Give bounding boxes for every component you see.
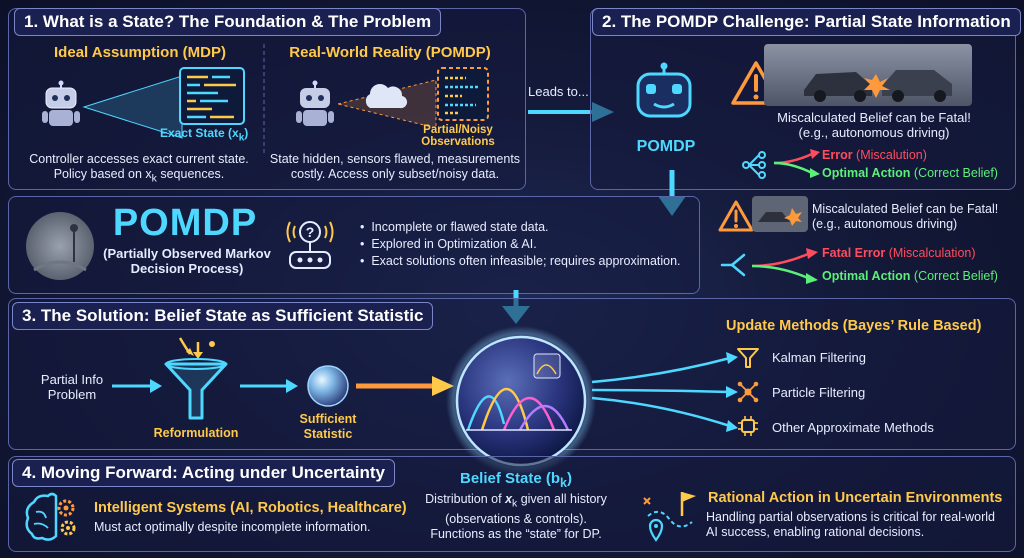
partial-info-label: Partial Info Problem bbox=[40, 372, 104, 402]
pomdp-bullets: • Incomplete or flawed state data. • Exp… bbox=[360, 220, 700, 269]
section4-title: 4. Moving Forward: Acting under Uncertai… bbox=[12, 459, 396, 487]
robot-icon bbox=[42, 80, 80, 126]
mdp-description: Controller accesses exact current state.… bbox=[29, 152, 249, 185]
cloud-icon bbox=[365, 84, 408, 109]
section3-title: 3. The Solution: Belief State as Suffici… bbox=[12, 302, 434, 330]
error-outcome: Error (Miscalution) bbox=[822, 148, 927, 162]
glowing-arrow bbox=[356, 376, 454, 396]
pomdp-robot-icon bbox=[636, 62, 692, 118]
method-kalman: Kalman Filtering bbox=[772, 350, 866, 365]
pomdp-description: State hidden, sensors flawed, measuremen… bbox=[269, 152, 521, 181]
warning-icon bbox=[718, 200, 754, 232]
robot-icon bbox=[296, 80, 334, 126]
belief-state-title: Belief State (bk) bbox=[460, 470, 572, 490]
pomdp-heading: Real-World Reality (POMDP) bbox=[289, 44, 491, 61]
brain-gear-icon bbox=[25, 492, 76, 541]
band-optimal-outcome: Optimal Action (Correct Belief) bbox=[822, 269, 998, 283]
reformulation-label: Reformulation bbox=[153, 426, 239, 440]
section1-title: 1. What is a State? The Foundation & The… bbox=[14, 8, 442, 36]
method-branches bbox=[591, 352, 738, 432]
filter-icon bbox=[737, 348, 759, 368]
rational-action-heading: Rational Action in Uncertain Environment… bbox=[708, 490, 1003, 506]
car-crash-image bbox=[764, 44, 972, 106]
method-particle: Particle Filtering bbox=[772, 385, 866, 400]
method-other: Other Approximate Methods bbox=[772, 420, 934, 435]
pomdp-subtitle: (Partially Observed Markov Decision Proc… bbox=[103, 246, 271, 276]
bullet-item: • Explored in Optimization & AI. bbox=[360, 237, 537, 251]
sufficient-sphere-icon bbox=[307, 365, 349, 407]
pomdp-band-panel bbox=[8, 196, 700, 294]
update-methods-heading: Update Methods (Bayes’ Rule Based) bbox=[726, 318, 982, 334]
sensor-device-icon: ? bbox=[286, 221, 334, 269]
rational-action-desc: Handling partial observations is critica… bbox=[706, 510, 996, 539]
fatal-decision-arrows bbox=[751, 248, 818, 284]
bullet-item: • Incomplete or flawed state data. bbox=[360, 220, 549, 234]
network-icon bbox=[737, 381, 759, 403]
section2-warning-text: Miscalculated Belief can be Fatal! (e.g.… bbox=[777, 110, 971, 140]
monitor-icon bbox=[179, 67, 245, 125]
belief-state-sphere bbox=[446, 326, 596, 476]
decision-arrows bbox=[773, 149, 820, 178]
foggy-crash-image bbox=[752, 196, 808, 232]
column-divider bbox=[263, 44, 265, 154]
noisy-observations-label: Partial/Noisy Observations bbox=[421, 124, 495, 148]
fatal-error-outcome: Fatal Error (Miscalculation) bbox=[822, 246, 976, 260]
pomdp-robot-label: POMDP bbox=[636, 138, 696, 155]
split-icon bbox=[720, 253, 746, 277]
intelligent-systems-heading: Intelligent Systems (AI, Robotics, Healt… bbox=[94, 500, 407, 516]
branch-icon bbox=[742, 151, 766, 179]
leads-to-label: Leads to... bbox=[528, 84, 589, 99]
arrow-to-sphere bbox=[240, 379, 298, 393]
optimal-outcome: Optimal Action (Correct Belief) bbox=[822, 166, 998, 180]
exact-state-label: Exact State (xk) bbox=[160, 126, 249, 144]
chip-icon bbox=[738, 416, 758, 436]
belief-state-desc: Distribution of xk given all history (ob… bbox=[425, 492, 607, 541]
route-map-icon bbox=[643, 492, 696, 542]
funnel-icon bbox=[164, 337, 228, 420]
mdp-heading: Ideal Assumption (MDP) bbox=[54, 44, 226, 61]
arrow-to-funnel bbox=[112, 379, 162, 393]
foggy-road-image bbox=[26, 212, 94, 280]
noisy-monitor-icon bbox=[437, 67, 489, 121]
intelligent-systems-desc: Must act optimally despite incomplete in… bbox=[94, 520, 371, 534]
bullet-item: • Exact solutions often infeasible; requ… bbox=[360, 254, 681, 268]
section2-title: 2. The POMDP Challenge: Partial State In… bbox=[592, 8, 1021, 36]
svg-text:?: ? bbox=[306, 224, 315, 240]
band-warning-text: Miscalculated Belief can be Fatal! (e.g.… bbox=[812, 202, 999, 231]
sufficient-statistic-label: Sufficient Statistic bbox=[299, 412, 357, 441]
pomdp-big-title: POMDP bbox=[112, 202, 258, 244]
